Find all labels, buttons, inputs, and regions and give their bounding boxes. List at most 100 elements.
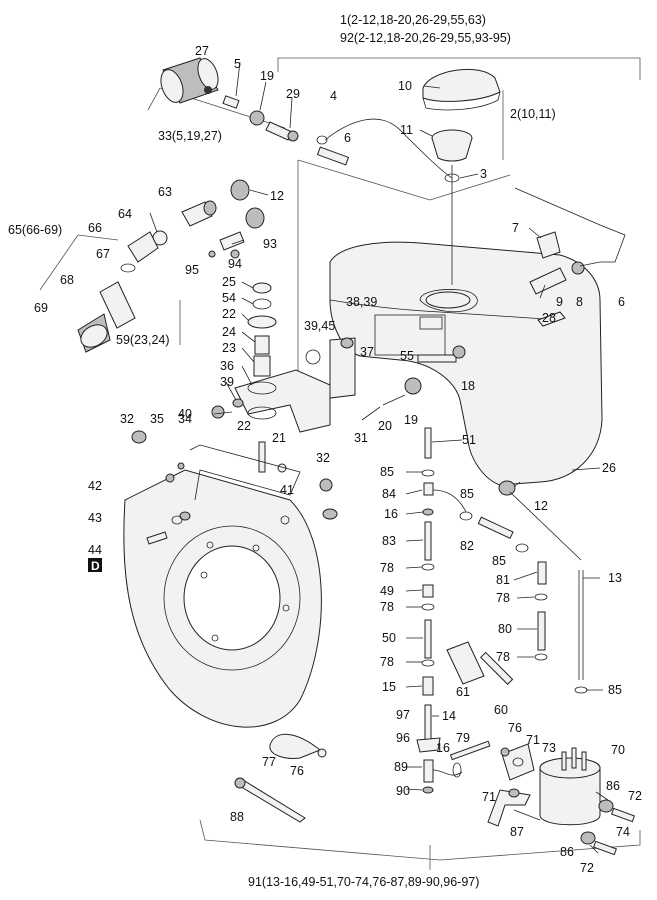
callout-81: 81 <box>496 573 510 587</box>
callout-28: 28 <box>542 311 556 325</box>
callout-78e: 78 <box>496 650 510 664</box>
callout-23: 23 <box>222 341 236 355</box>
assembly-59-label: 59(23,24) <box>116 333 170 347</box>
assembly-91-label: 91(13-16,49-51,70-74,76-87,89-90,96-97) <box>248 875 479 889</box>
assembly-65-label: 65(66-69) <box>8 223 62 237</box>
callout-87: 87 <box>510 825 524 839</box>
callout-68: 68 <box>60 273 74 287</box>
callout-96: 96 <box>396 731 410 745</box>
callout-84: 84 <box>382 487 396 501</box>
callout-21: 21 <box>272 431 286 445</box>
callout-72b: 72 <box>580 861 594 875</box>
callout-19: 19 <box>260 69 274 83</box>
callout-78b: 78 <box>380 600 394 614</box>
callout-82: 82 <box>460 539 474 553</box>
callout-85a: 85 <box>380 465 394 479</box>
callout-16: 16 <box>384 507 398 521</box>
marker-d-box <box>88 558 102 572</box>
filter-element <box>160 57 219 104</box>
callout-83: 83 <box>382 534 396 548</box>
fuel-tank-body <box>329 241 603 496</box>
callout-74: 74 <box>616 825 630 839</box>
callout-8: 8 <box>576 295 583 309</box>
callout-41: 41 <box>280 483 294 497</box>
callout-15: 15 <box>382 680 396 694</box>
callout-76a: 76 <box>508 721 522 735</box>
callout-97: 97 <box>396 708 410 722</box>
callout-5: 5 <box>234 57 241 71</box>
callout-11: 11 <box>400 123 413 137</box>
callout-24: 24 <box>222 325 236 339</box>
callout-76b: 76 <box>290 764 304 778</box>
callout-22b: 22 <box>237 419 251 433</box>
assembly-1-label: 1(2-12,18-20,26-29,55,63) <box>340 13 486 27</box>
callout-9: 9 <box>556 295 563 309</box>
fuel-line-column <box>416 427 473 794</box>
callout-67: 67 <box>96 247 110 261</box>
callout-78c: 78 <box>496 591 510 605</box>
callout-3: 3 <box>480 167 487 181</box>
callout-22: 22 <box>222 307 236 321</box>
callout-79: 79 <box>456 731 470 745</box>
callout-85c: 85 <box>492 554 506 568</box>
callout-86b: 86 <box>560 845 574 859</box>
assembly-2-label: 2(10,11) <box>510 107 556 121</box>
callout-40: 40 <box>178 407 192 421</box>
vent-tube <box>324 118 453 179</box>
callout-70: 70 <box>611 743 625 757</box>
strainer <box>431 129 473 162</box>
callout-32b: 32 <box>316 451 330 465</box>
callout-77: 77 <box>262 755 276 769</box>
callout-64: 64 <box>118 207 132 221</box>
callout-51: 51 <box>462 433 476 447</box>
callout-86a: 86 <box>606 779 620 793</box>
marker-d: D <box>91 559 100 573</box>
callout-27: 27 <box>195 44 209 58</box>
callout-39: 39 <box>220 375 234 389</box>
callout-35: 35 <box>150 412 164 426</box>
fuel-cap <box>422 68 501 111</box>
callout-69: 69 <box>34 301 48 315</box>
callout-18: 18 <box>461 379 475 393</box>
callout-90: 90 <box>396 784 410 798</box>
callout-20: 20 <box>378 419 392 433</box>
callout-6b: 6 <box>618 295 625 309</box>
callout-34: 34 <box>178 412 192 426</box>
callout-49: 49 <box>380 584 394 598</box>
bell-housing <box>123 444 322 728</box>
callout-94: 94 <box>228 257 242 271</box>
callout-50: 50 <box>382 631 396 645</box>
callout-37: 37 <box>360 345 374 359</box>
callout-38-39: 38,39 <box>346 295 377 309</box>
callout-71a: 71 <box>526 733 540 747</box>
callout-14: 14 <box>442 709 456 723</box>
callout-12: 12 <box>270 189 284 203</box>
callout-80: 80 <box>498 622 512 636</box>
callout-31: 31 <box>354 431 368 445</box>
callout-88: 88 <box>230 810 244 824</box>
callout-78a: 78 <box>380 561 394 575</box>
callout-61: 61 <box>456 685 470 699</box>
callout-12b: 12 <box>534 499 548 513</box>
callout-4: 4 <box>330 89 337 103</box>
callout-19b: 19 <box>404 413 418 427</box>
callout-89: 89 <box>394 760 408 774</box>
callout-85d: 85 <box>608 683 622 697</box>
callout-85b: 85 <box>460 487 474 501</box>
callout-36: 36 <box>220 359 234 373</box>
callout-54: 54 <box>222 291 236 305</box>
callout-42: 42 <box>88 479 102 493</box>
assembly-33-label: 33(5,19,27) <box>158 129 222 143</box>
callout-73: 73 <box>542 741 556 755</box>
callout-93: 93 <box>263 237 277 251</box>
callout-72a: 72 <box>628 789 642 803</box>
callout-32: 32 <box>120 412 134 426</box>
callout-55: 55 <box>400 349 414 363</box>
callout-6: 6 <box>344 131 351 145</box>
assembly-92-label: 92(2-12,18-20,26-29,55,93-95) <box>340 31 511 45</box>
callout-10: 10 <box>398 79 412 93</box>
callout-95: 95 <box>185 263 199 277</box>
fuel-pump <box>539 747 601 826</box>
callout-43: 43 <box>88 511 102 525</box>
